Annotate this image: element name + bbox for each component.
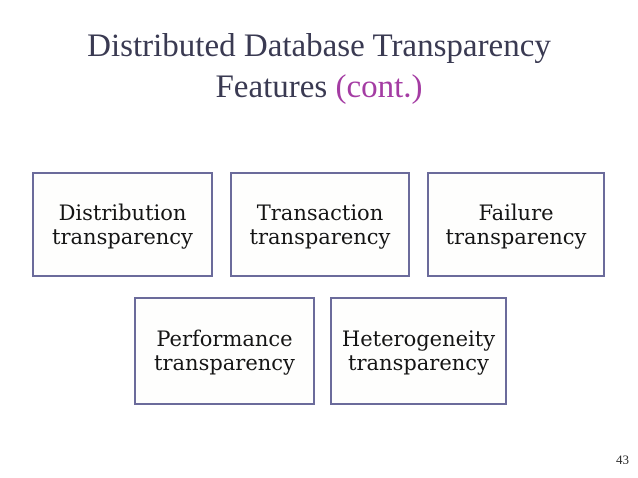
box-label-line: Failure [478,200,554,225]
box-label-line: transparency [154,351,295,375]
box-label-line: transparency [445,224,587,249]
box-label-line: transparency [348,351,489,375]
box-performance-transparency: Performance transparency [134,297,315,405]
box-label-line: Distribution [58,200,187,225]
box-label-line: Transaction [256,200,384,225]
box-transaction-transparency: Transaction transparency [230,172,410,277]
page-number: 43 [616,452,629,467]
box-heterogeneity-transparency: Heterogeneity transparency [330,297,507,405]
slide-title: Distributed Database Transparency Featur… [0,26,638,108]
title-cont-label: (cont.) [335,69,423,105]
box-label-line: transparency [249,224,391,249]
box-label-line: Heterogeneity [341,327,496,351]
box-label-line: transparency [52,224,193,249]
title-line-2: Features (cont.) [0,67,638,108]
box-failure-transparency: Failure transparency [427,172,605,277]
box-label-line: Performance [156,327,293,351]
title-line-1: Distributed Database Transparency [87,28,551,64]
title-line-2-text: Features [215,69,336,105]
box-distribution-transparency: Distribution transparency [32,172,213,277]
